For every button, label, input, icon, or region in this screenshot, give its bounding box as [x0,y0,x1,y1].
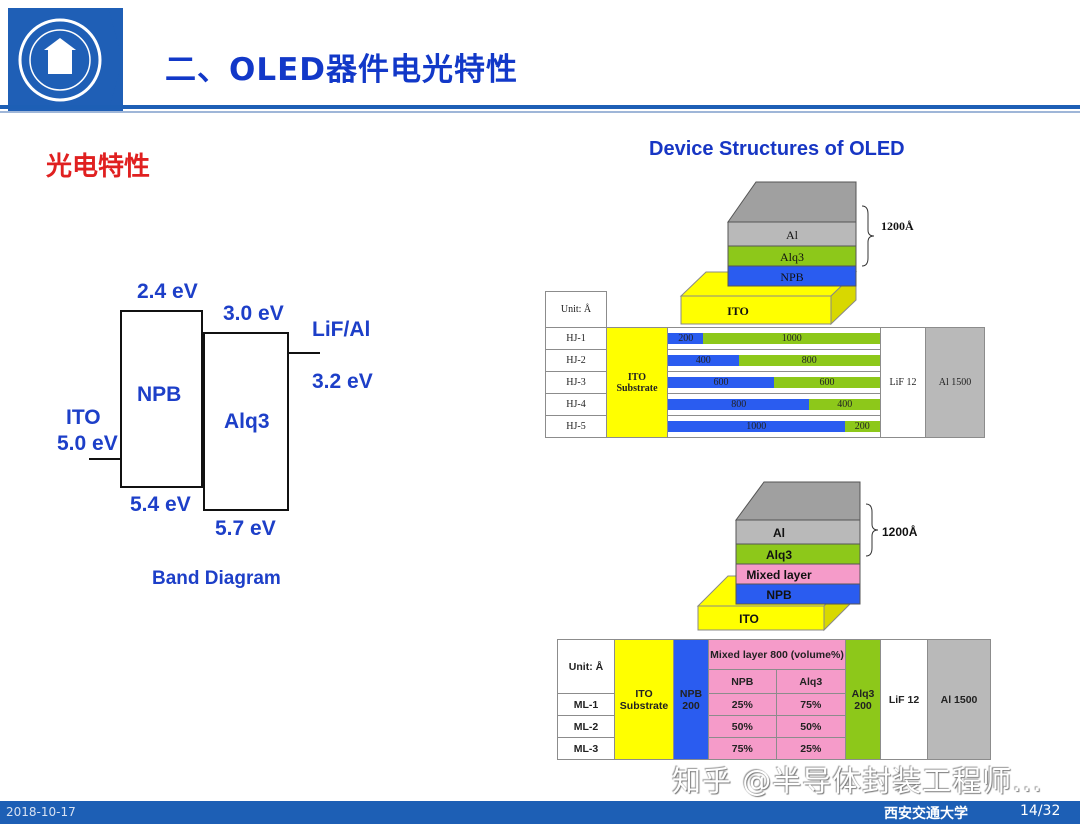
stack1-alq-label: Alq3 [780,250,804,264]
footer-bar [0,801,1080,824]
svg-text:NPB: NPB [766,588,792,602]
stack1-npb-label: NPB [780,270,803,284]
table1-unit: Unit: Å [545,291,607,328]
header-divider [0,105,1080,109]
table2-lif: LiF 12 [880,639,928,760]
table2-npb: NPB 200 [673,639,709,760]
stack2-ito-front [697,605,825,631]
table1-lif: LiF 12 [880,327,926,438]
device-stack-2: Al Alq3 Mixed layer NPB ITO 1200Å [696,481,918,632]
npb-band-box [120,310,203,488]
stack2-thickness: 1200Å [882,524,918,539]
stack2-brace [865,503,879,557]
stack1-brace [861,205,875,267]
ito-label: ITO [66,406,101,429]
band-diagram-caption: Band Diagram [152,568,281,589]
table2-alq-col: Alq3 [775,669,847,694]
page-number: 14/32 [1020,803,1061,819]
zhihu-watermark: 知乎 @半导体封装工程师... [672,764,1043,798]
table1-ito: ITO Substrate [606,327,668,438]
table2-alq: Alq3 200 [845,639,881,760]
table2-npb-col: NPB [708,669,777,694]
stack2-alq3 [735,543,861,565]
cathode-label: LiF/Al [312,318,371,341]
footer-university: 西安交通大学 [884,806,968,822]
footer-date: 2018-10-17 [6,805,76,819]
stack2-npb [735,583,861,605]
cathode-level-line [288,352,320,354]
npb-label: NPB [137,383,182,406]
device-structures-title: Device Structures of OLED [649,138,905,160]
university-logo [8,8,123,112]
slide-title: 二、OLED器件电光特性 [165,52,519,88]
device-stack-1: Al Alq3 NPB ITO 1200Å [679,181,914,326]
ito-ev-label: 5.0 eV [57,432,118,455]
table2-mix-header: Mixed layer 800 (volume%) [708,639,846,670]
table-row: ML-2 50% 50% [557,715,991,738]
table2-unit: Unit: Å [557,639,615,694]
stack1-top [727,181,857,223]
alq-label: Alq3 [224,410,270,433]
npb-lumo-label: 2.4 eV [137,280,198,303]
cathode-ev-label: 3.2 eV [312,370,373,393]
alq-lumo-label: 3.0 eV [223,302,284,325]
table-row: ML-1 25% 75% [557,693,991,716]
svg-text:Mixed layer: Mixed layer [746,568,812,582]
svg-text:Al: Al [773,526,785,540]
stack1-thickness: 1200Å [881,219,914,233]
section-heading: 光电特性 [46,152,151,182]
table-row: ML-3 75% 25% [557,737,991,760]
table1-al: Al 1500 [925,327,985,438]
table2-ito: ITO Substrate [614,639,674,760]
stack1-ito-label: ITO [727,304,749,318]
ml-structure-table: Unit: Å ITO Substrate NPB 200 Mixed laye… [557,639,991,760]
alq3-band-box [203,332,289,511]
stack2-top [735,481,861,521]
stack1-al-label: Al [786,228,799,242]
table2-al: Al 1500 [927,639,991,760]
stack1-ito-front [680,295,832,325]
svg-text:Alq3: Alq3 [766,548,792,562]
npb-homo-label: 5.4 eV [130,493,191,516]
alq-homo-label: 5.7 eV [215,517,276,540]
ito-level-line [89,458,122,460]
stack2-al [735,519,861,545]
svg-text:ITO: ITO [739,612,759,626]
header-divider-thin [0,111,1080,113]
